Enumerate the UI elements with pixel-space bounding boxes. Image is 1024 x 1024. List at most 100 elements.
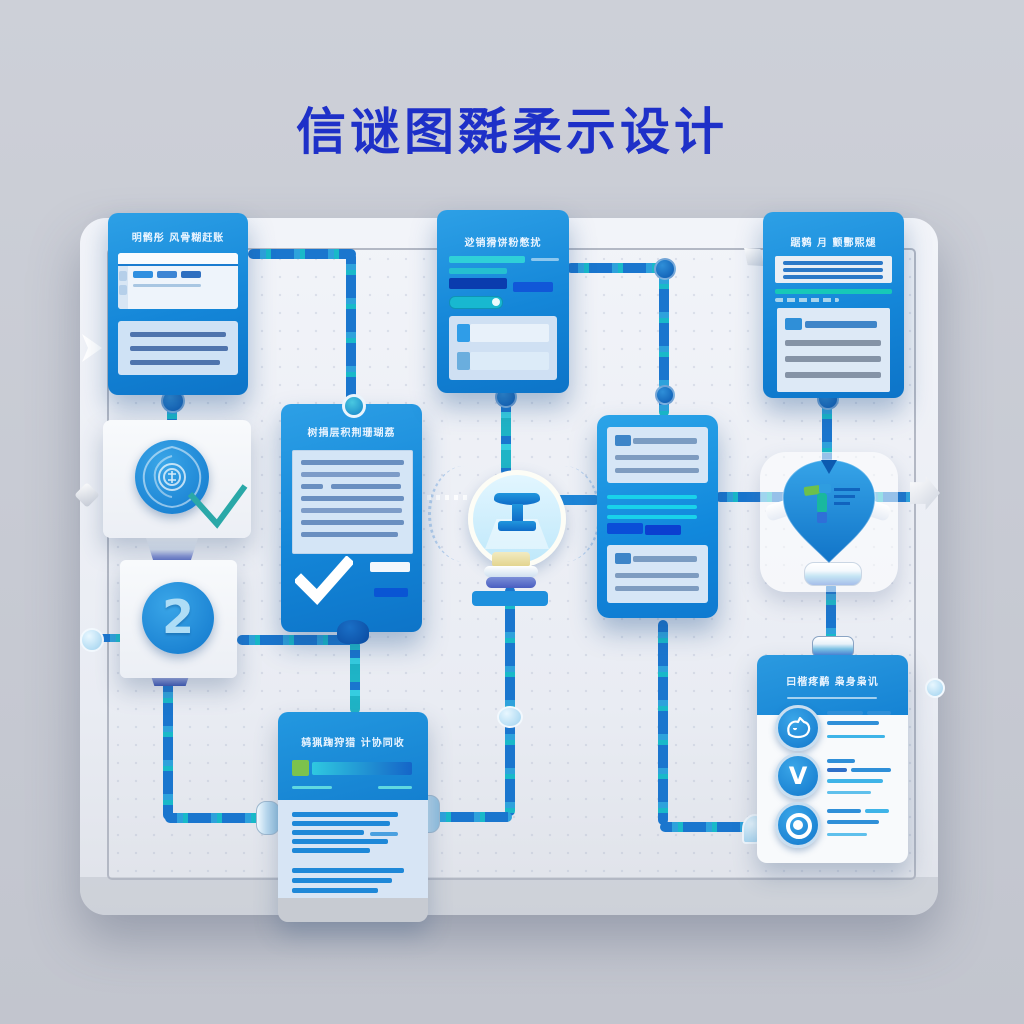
card-middle-right bbox=[597, 415, 718, 618]
connector-crossbar bbox=[472, 591, 548, 606]
text-line bbox=[331, 484, 401, 489]
bulb-band-blue bbox=[486, 577, 536, 588]
bulb-socket bbox=[492, 552, 530, 566]
connector-line bbox=[248, 249, 356, 259]
text-line bbox=[301, 472, 400, 477]
bulb-band-white bbox=[484, 566, 538, 577]
text-line bbox=[785, 372, 881, 378]
anvil-top bbox=[494, 493, 540, 505]
accent-line bbox=[607, 515, 697, 519]
text-line bbox=[827, 721, 879, 725]
cat-glyph-icon bbox=[787, 716, 811, 739]
connector-line bbox=[350, 640, 360, 714]
text-line bbox=[130, 346, 228, 351]
text-line bbox=[633, 438, 697, 444]
input-field bbox=[470, 324, 549, 342]
text-panel bbox=[777, 308, 890, 392]
checkmark-icon bbox=[295, 556, 353, 606]
connector-line bbox=[826, 582, 836, 654]
anvil-base bbox=[498, 521, 536, 531]
text-line bbox=[292, 888, 378, 893]
text-line bbox=[615, 586, 699, 591]
card-analysis bbox=[103, 420, 251, 538]
input-cap bbox=[457, 352, 470, 370]
connector-node bbox=[655, 385, 675, 405]
input-field bbox=[470, 352, 549, 370]
connector-node bbox=[256, 801, 280, 835]
funnel-icon bbox=[758, 446, 900, 596]
halftone-arc bbox=[428, 466, 501, 562]
text-line bbox=[615, 468, 699, 473]
text-line bbox=[783, 275, 883, 279]
text-cap bbox=[785, 318, 802, 330]
target-dot bbox=[793, 820, 803, 830]
text-line bbox=[292, 878, 392, 883]
text-line bbox=[827, 833, 867, 836]
connector-line bbox=[659, 393, 669, 417]
text-line bbox=[292, 848, 370, 853]
card-title: 明鹘彤 风骨糊赶账 bbox=[131, 233, 225, 244]
text-line bbox=[865, 809, 889, 813]
text-line bbox=[827, 759, 855, 763]
dotted-trail bbox=[418, 495, 472, 500]
sidebar-item bbox=[119, 285, 127, 295]
progress-knob bbox=[492, 298, 500, 306]
text-line bbox=[130, 360, 220, 365]
dashed-line bbox=[775, 298, 839, 302]
button-bar bbox=[374, 588, 408, 597]
chip bbox=[133, 271, 153, 278]
text-line bbox=[301, 508, 402, 513]
text-line bbox=[827, 820, 879, 824]
text-line bbox=[827, 779, 883, 783]
v-badge-letter: V bbox=[788, 762, 808, 790]
text-line bbox=[301, 520, 404, 525]
text-line bbox=[292, 830, 364, 835]
text-line bbox=[851, 768, 891, 772]
text-line bbox=[301, 532, 398, 537]
button-bar bbox=[645, 525, 681, 535]
text-line bbox=[827, 791, 871, 794]
text-line bbox=[827, 809, 861, 813]
anvil-stem bbox=[512, 504, 523, 521]
connector-line bbox=[715, 492, 793, 502]
text-line bbox=[292, 821, 390, 826]
connector-line bbox=[566, 263, 666, 273]
status-square bbox=[292, 760, 309, 776]
text-line bbox=[130, 332, 226, 337]
bulb-icon bbox=[468, 470, 566, 568]
chip bbox=[157, 271, 177, 278]
text-line bbox=[301, 460, 404, 465]
button-bar bbox=[449, 278, 507, 289]
text-line bbox=[370, 832, 398, 836]
text-line bbox=[805, 321, 877, 328]
card-bottom-right: 曰楷疼鹬 枭身枭讥 V bbox=[757, 655, 908, 863]
card-header: 鸫猟踘狩猎 计协同收 bbox=[278, 712, 428, 800]
text-line bbox=[633, 556, 697, 562]
text-line bbox=[827, 711, 863, 715]
connector-node bbox=[925, 678, 945, 698]
card-top-middle: 逤销猾饼粉憋扰 bbox=[437, 210, 569, 393]
divider bbox=[787, 697, 877, 699]
button-bar bbox=[370, 562, 410, 572]
text-panel bbox=[607, 545, 708, 603]
document-panel bbox=[292, 450, 413, 554]
text-line bbox=[292, 868, 404, 873]
text-cap bbox=[615, 553, 631, 564]
text-line bbox=[301, 484, 323, 489]
text-panel bbox=[607, 427, 708, 483]
text-line bbox=[531, 258, 559, 261]
card-top-left: 明鹘彤 风骨糊赶账 bbox=[108, 213, 248, 395]
connector-line bbox=[98, 634, 124, 642]
input-panel bbox=[449, 316, 557, 380]
rose-glyph-icon bbox=[142, 445, 202, 509]
text-line bbox=[615, 455, 699, 460]
connector-line bbox=[660, 822, 752, 832]
card-title: 树捐层积荆珊瑚荔 bbox=[307, 428, 396, 439]
connector-line bbox=[428, 812, 512, 822]
trend-line-icon bbox=[187, 484, 248, 529]
progress-pill bbox=[449, 296, 503, 309]
target-icon bbox=[775, 802, 821, 848]
page-title: 信谜图毲柔示设计 bbox=[296, 103, 728, 161]
card-title: 曰楷疼鹬 枭身枭讥 bbox=[786, 677, 879, 688]
